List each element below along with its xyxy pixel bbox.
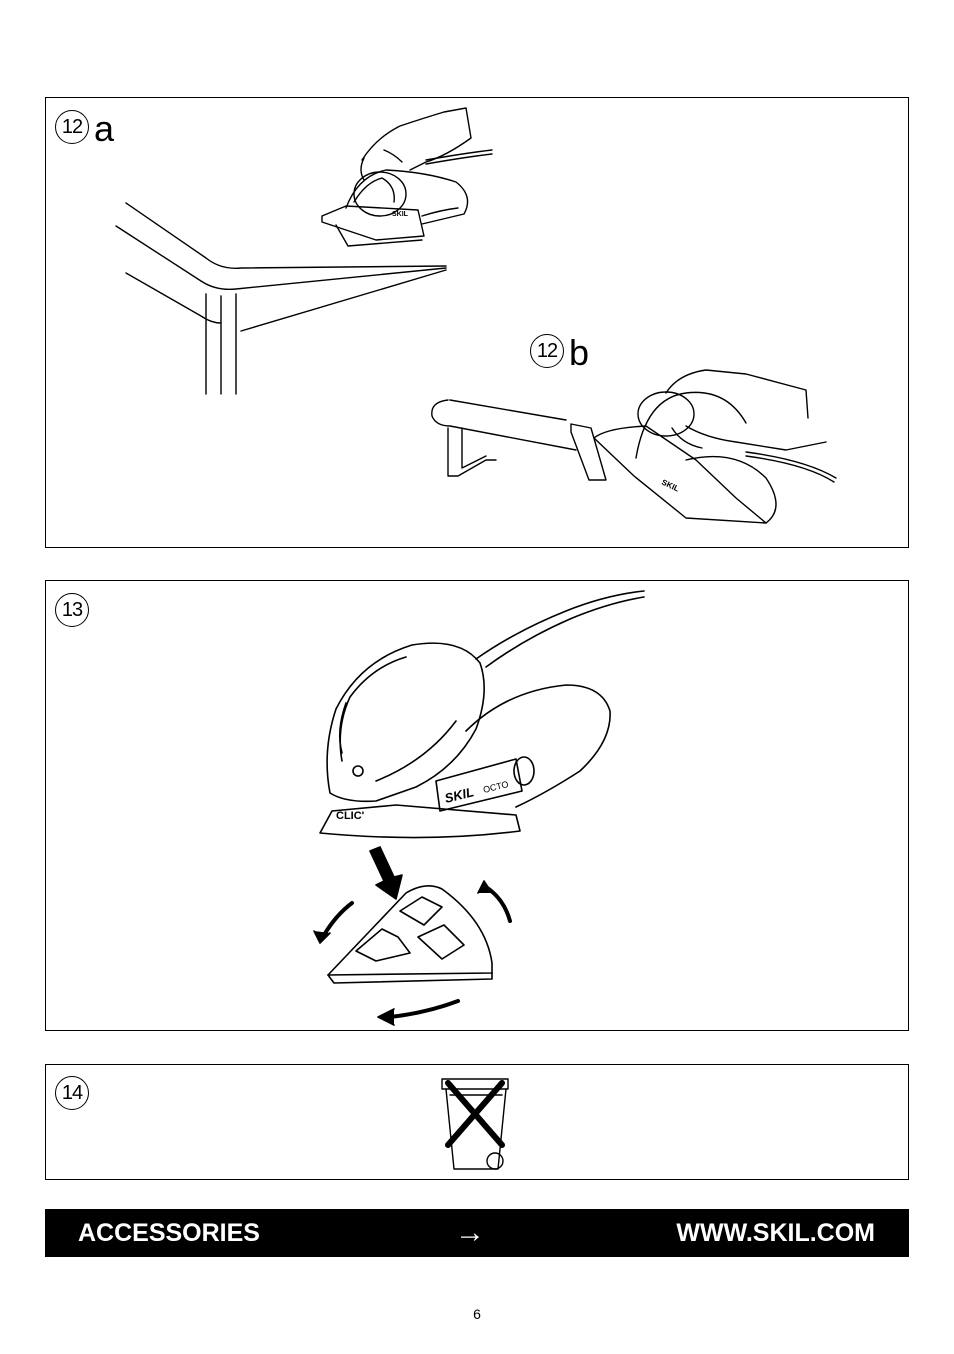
figure-12-panel: 12 a 12 b SKIL	[45, 97, 909, 548]
sander-brand-label: SKIL	[660, 478, 680, 494]
website-link[interactable]: WWW.SKIL.COM	[676, 1219, 875, 1247]
rotate-arrow-icon	[313, 880, 512, 1026]
pad-change-illustration-13: SKIL OCTO CLIC'	[313, 590, 645, 1026]
sander-icon: SKIL OCTO CLIC'	[319, 642, 611, 839]
accessories-bar: ACCESSORIES → WWW.SKIL.COM	[45, 1209, 909, 1257]
sanding-illustration-12: SKIL	[115, 107, 837, 524]
right-arrow-icon: →	[455, 1216, 485, 1249]
accessories-label: ACCESSORIES	[78, 1219, 260, 1247]
sander-brand-label: SKIL	[443, 784, 475, 806]
tube-icon	[431, 399, 607, 481]
sander-model-label: OCTO	[482, 779, 509, 795]
figure-number-13: 13	[55, 593, 89, 627]
table-edge-icon	[115, 202, 447, 395]
sanding-pad-icon	[327, 885, 493, 984]
figure-number-14: 14	[55, 1076, 89, 1110]
hand-icon	[360, 107, 472, 181]
figure-13-panel: 13 SKIL OCTO CLIC'	[45, 580, 909, 1031]
hand-icon	[665, 369, 827, 451]
figure-14-panel: 14	[45, 1064, 909, 1180]
figure-number-12b: 12	[530, 334, 564, 368]
sander-icon: SKIL	[593, 391, 777, 524]
figure-suffix-a: a	[94, 108, 115, 149]
sander-system-label: CLIC'	[336, 810, 365, 822]
figure-suffix-b: b	[569, 332, 590, 373]
sander-brand-label: SKIL	[392, 211, 409, 218]
page-number: 6	[473, 1306, 481, 1322]
down-arrow-icon	[369, 846, 403, 900]
sander-icon: SKIL	[321, 169, 469, 247]
crossed-out-wheelie-bin-icon	[441, 1078, 509, 1170]
figure-number-12a: 12	[55, 110, 89, 144]
